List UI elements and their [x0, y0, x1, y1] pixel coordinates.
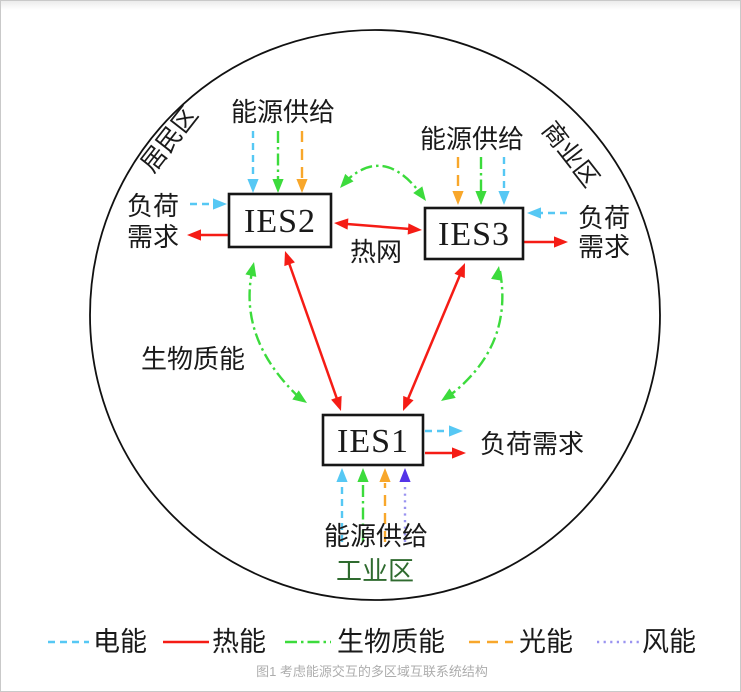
heat-link-ies2-ies3	[334, 218, 422, 235]
electric-supply-arrow-ies2	[247, 131, 259, 193]
label-industrial-area: 工业区	[336, 557, 414, 586]
label-load-demand-ies2-line1: 负荷	[127, 192, 179, 221]
figure-caption: 图1 考虑能源交互的多区域互联系统结构	[256, 664, 488, 679]
arc-line	[248, 266, 304, 402]
node-box	[227, 192, 333, 249]
arrowhead	[498, 191, 510, 205]
heat-load-arrow-ies2	[187, 229, 228, 241]
biomass-supply-arrow-ies1	[357, 468, 369, 542]
heat-load-arrow-ies1	[425, 447, 466, 459]
arrowhead	[475, 191, 487, 205]
solar-supply-arrow-ies3	[452, 157, 464, 205]
legend-label-wind: 风能	[642, 627, 696, 657]
arrowhead	[441, 388, 456, 401]
electric-load-arrow-ies2	[190, 198, 227, 210]
arrowhead	[452, 191, 464, 205]
legend-label-heat: 热能	[212, 627, 266, 657]
biomass-arc-ies3-ies1	[441, 266, 504, 401]
legend-label-electric: 电能	[93, 627, 147, 657]
arrowhead	[403, 395, 414, 411]
arc-line	[444, 270, 504, 400]
label-load-demand-ies1: 负荷需求	[480, 430, 584, 459]
label-biomass: 生物质能	[141, 345, 245, 374]
heat-link-ies3-ies1	[403, 263, 465, 411]
arrowhead	[449, 425, 463, 437]
link-line	[346, 222, 411, 231]
arrowhead	[340, 173, 354, 188]
electric-supply-arrow-ies1	[336, 468, 348, 542]
arrowhead	[245, 262, 257, 277]
arrowhead	[272, 179, 284, 193]
label-load-demand-ies3-line1: 负荷	[578, 204, 630, 233]
legend-label-solar: 光能	[519, 627, 573, 657]
legend-item-electric: 电能	[48, 627, 147, 657]
arrowhead	[187, 229, 201, 241]
biomass-supply-arrow-ies3	[475, 157, 487, 205]
node-ies1-label: IES1	[337, 423, 409, 460]
arrowhead	[247, 179, 259, 193]
node-ies1: IES1	[321, 413, 425, 467]
legend-item-heat: 热能	[163, 627, 266, 657]
heat-load-arrow-ies3	[524, 236, 568, 248]
arc-line	[342, 164, 424, 198]
label-residential-area: 居民区	[136, 102, 203, 178]
arrowhead	[292, 390, 307, 403]
electric-load-arrow-ies1	[425, 425, 463, 437]
arrowhead	[296, 179, 308, 193]
node-ies3: IES3	[423, 206, 525, 261]
legend-item-biomass: 生物质能	[285, 627, 445, 657]
link-line	[406, 274, 462, 400]
arrowhead	[213, 198, 227, 210]
electric-supply-arrow-ies3	[498, 157, 510, 205]
arrowhead	[407, 223, 422, 235]
arrowhead	[554, 236, 568, 248]
node-ies2: IES2	[227, 192, 333, 249]
node-ies3-label: IES3	[438, 216, 510, 253]
arrowhead	[336, 468, 348, 482]
label-load-demand-ies2-line2: 需求	[127, 223, 179, 252]
solar-supply-arrow-ies1	[379, 468, 391, 542]
arrowhead	[399, 468, 411, 482]
arrowhead	[454, 263, 465, 279]
node-box	[423, 206, 525, 261]
solar-supply-arrow-ies2	[296, 131, 308, 193]
arrowhead	[357, 468, 369, 482]
legend-item-wind: 风能	[597, 627, 696, 657]
arrowhead	[527, 207, 541, 219]
arrowhead	[413, 186, 426, 201]
link-line	[287, 262, 339, 400]
legend-label-biomass: 生物质能	[337, 627, 445, 657]
biomass-arc-ies2-ies1	[245, 262, 307, 403]
label-energy-supply-ies1: 能源供给	[324, 522, 428, 551]
arrowhead	[334, 218, 349, 230]
arrowhead	[379, 468, 391, 482]
arrowhead	[331, 395, 342, 411]
label-heat-network: 热网	[350, 238, 402, 267]
arrowhead	[452, 447, 466, 459]
label-load-demand-ies3-line2: 需求	[578, 233, 630, 262]
biomass-arc-ies2-ies3	[340, 164, 426, 201]
node-box	[321, 413, 425, 467]
heat-link-ies2-ies1	[284, 251, 342, 411]
legend-item-solar: 光能	[469, 627, 573, 657]
legend: 电能 热能 生物质能 光能 风能	[48, 627, 696, 657]
arrowhead	[491, 266, 503, 281]
electric-load-arrow-ies3	[527, 207, 567, 219]
arrowhead	[284, 251, 295, 267]
label-energy-supply-ies3: 能源供给	[420, 125, 524, 154]
biomass-supply-arrow-ies2	[272, 131, 284, 193]
label-commercial-area: 商业区	[536, 116, 604, 192]
label-energy-supply-ies2: 能源供给	[231, 98, 335, 127]
region-boundary-circle	[89, 29, 661, 601]
wind-supply-arrow-ies1	[399, 468, 411, 542]
node-ies2-label: IES2	[244, 203, 316, 240]
